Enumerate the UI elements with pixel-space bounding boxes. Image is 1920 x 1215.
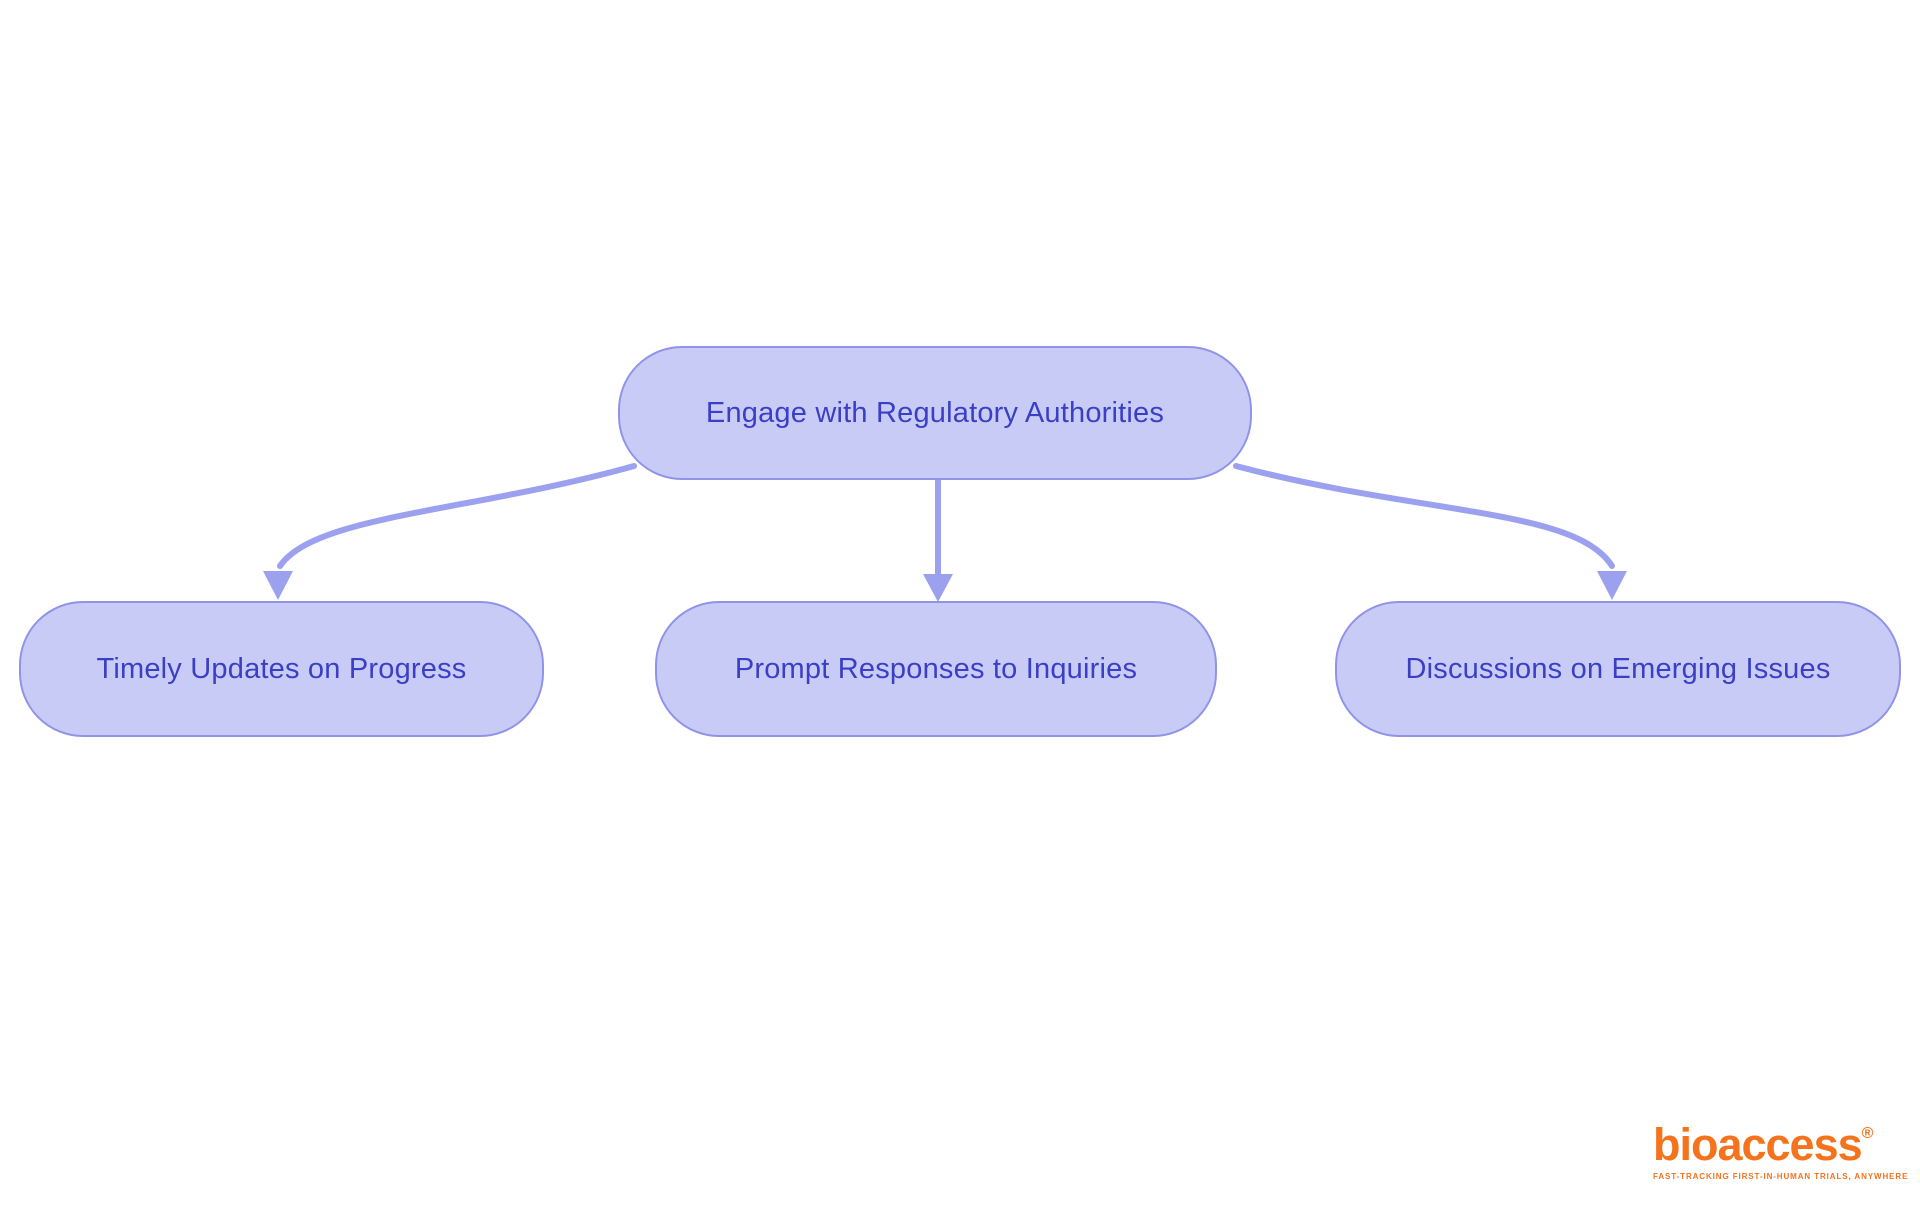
connector-root-to-child1 xyxy=(277,463,637,569)
node-label: Engage with Regulatory Authorities xyxy=(705,396,1165,429)
arrowhead-down-icon xyxy=(1597,571,1627,600)
node-label: Prompt Responses to Inquiries xyxy=(734,652,1138,685)
connector-root-to-child3 xyxy=(1233,463,1615,569)
node-prompt-responses: Prompt Responses to Inquiries xyxy=(655,601,1217,737)
bioaccess-logo: bioaccess® FAST-TRACKING FIRST-IN-HUMAN … xyxy=(1653,1122,1908,1181)
bioaccess-tagline: FAST-TRACKING FIRST-IN-HUMAN TRIALS, ANY… xyxy=(1653,1172,1909,1181)
bioaccess-wordmark: bioaccess® xyxy=(1653,1119,1874,1170)
arrowhead-down-icon xyxy=(923,574,953,602)
node-engage-regulatory-authorities: Engage with Regulatory Authorities xyxy=(618,346,1252,480)
node-label: Timely Updates on Progress xyxy=(96,652,467,685)
node-timely-updates: Timely Updates on Progress xyxy=(19,601,544,737)
registered-trademark-icon: ® xyxy=(1861,1125,1874,1142)
node-label: Discussions on Emerging Issues xyxy=(1405,652,1831,685)
arrowhead-down-icon xyxy=(263,571,293,600)
node-discussions-emerging-issues: Discussions on Emerging Issues xyxy=(1335,601,1901,737)
